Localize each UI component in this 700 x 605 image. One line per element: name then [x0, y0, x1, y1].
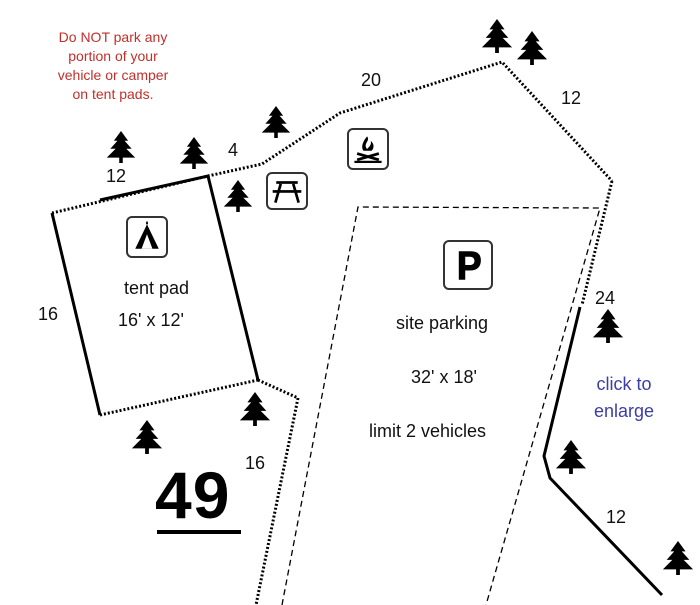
tent-pad-outline-dotted [99, 378, 299, 417]
parking-limit: limit 2 vehicles [369, 421, 487, 441]
parking-pad-outline [281, 206, 601, 605]
no-parking-warning: Do NOT park any portion of your vehicle … [28, 28, 198, 104]
warning-line-3: vehicle or camper [57, 67, 169, 83]
picnic-table-icon [266, 172, 308, 210]
tree-icon [106, 131, 136, 163]
dimension-right-top: 12 [561, 88, 582, 108]
dimension-tent-left: 16 [38, 304, 59, 324]
dimension-right-bottom: 12 [606, 507, 627, 527]
warning-line-4: on tent pads. [72, 86, 154, 102]
site-number: 49 [155, 458, 231, 532]
dimension-gap-top: 4 [228, 140, 239, 160]
tree-icon [179, 137, 209, 169]
site-boundary-right-upper [580, 180, 614, 306]
click-to-enlarge-link[interactable]: click to enlarge [578, 371, 670, 425]
tree-icon [516, 31, 548, 65]
parking-icon [443, 240, 493, 290]
warning-line-2: portion of your [68, 48, 158, 64]
tree-icon [555, 440, 587, 474]
parking-label: site parking [396, 313, 489, 333]
tree-icon [481, 19, 513, 53]
dimension-tent-top: 12 [106, 166, 127, 186]
tree-icon [592, 309, 624, 343]
tree-icon [662, 541, 694, 575]
tree-icon [131, 420, 163, 454]
warning-line-1: Do NOT park any [58, 29, 168, 45]
tent-icon [126, 216, 168, 258]
tent-pad-size: 16' x 12' [118, 310, 184, 330]
enlarge-line-1: click to [596, 374, 652, 394]
parking-size: 32' x 18' [411, 367, 477, 387]
tent-pad-outline-solid [50, 174, 260, 416]
tree-icon [261, 106, 291, 138]
dimension-right-mid: 24 [595, 288, 616, 308]
site-boundary-right-solid [542, 306, 664, 597]
dimension-top-edge: 20 [361, 70, 382, 90]
dimension-bottom-left: 16 [245, 453, 266, 473]
campfire-icon [347, 128, 389, 170]
enlarge-line-2: enlarge [593, 401, 655, 421]
tree-icon [223, 180, 253, 212]
site-number-underline [157, 530, 241, 534]
site-boundary-left-bottom [254, 397, 300, 605]
tent-pad-label: tent pad [124, 278, 190, 298]
tree-icon [239, 392, 271, 426]
